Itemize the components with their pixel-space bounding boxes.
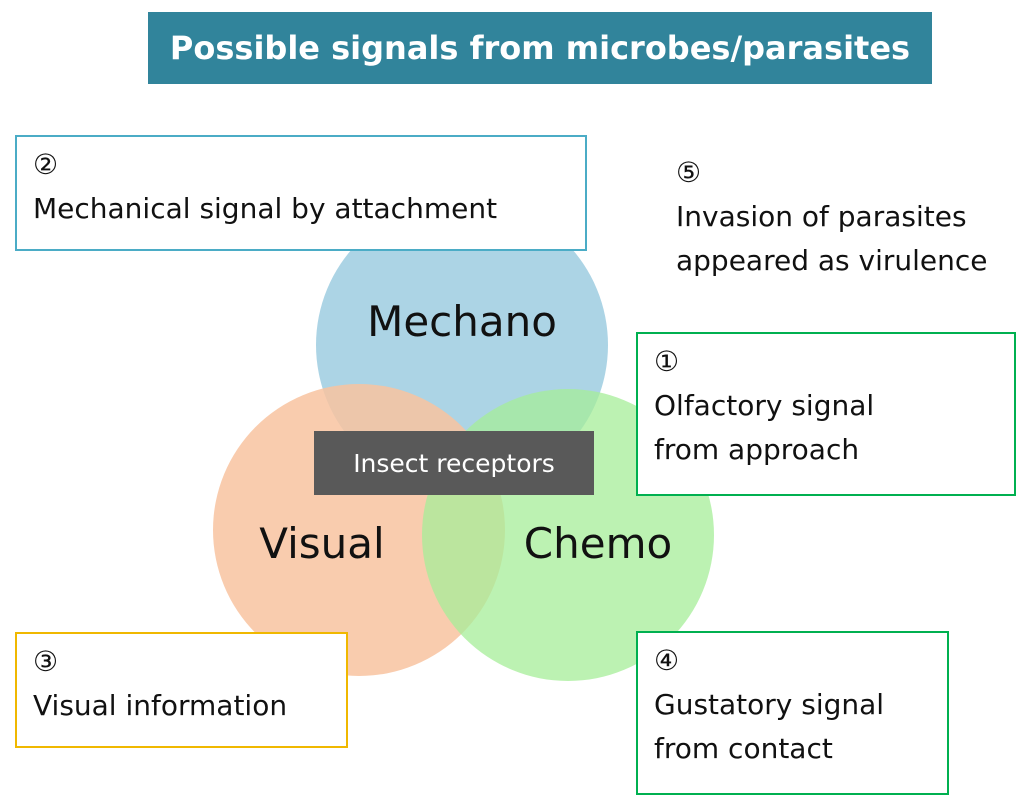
- gustatory-signal-note: ④ Gustatory signal from contact: [636, 631, 949, 795]
- note-number: ③: [33, 645, 59, 678]
- note-number: ①: [654, 345, 680, 378]
- mechanical-signal-note: ② Mechanical signal by attachment: [15, 135, 587, 251]
- note-text-line: Olfactory signal: [654, 389, 875, 422]
- diagram-title: Possible signals from microbes/parasites: [169, 29, 911, 67]
- note-number: ⑤: [676, 156, 702, 189]
- mechano-label: Mechano: [367, 297, 557, 346]
- note-text-line: appeared as virulence: [676, 244, 988, 277]
- visual-label: Visual: [259, 519, 384, 568]
- note-text-line: Mechanical signal by attachment: [33, 192, 498, 225]
- insect-receptors-box: Insect receptors: [314, 431, 594, 495]
- note-text-line: Gustatory signal: [654, 688, 885, 721]
- title-banner: Possible signals from microbes/parasites: [148, 12, 932, 84]
- invasion-note: ⑤ Invasion of parasites appeared as viru…: [660, 145, 1020, 295]
- visual-information-note: ③ Visual information: [15, 632, 348, 748]
- note-text-line: from approach: [654, 433, 860, 466]
- chemo-label: Chemo: [524, 519, 672, 568]
- olfactory-signal-note: ① Olfactory signal from approach: [636, 332, 1016, 496]
- note-text-line: Visual information: [33, 689, 288, 722]
- note-text-line: from contact: [654, 732, 833, 765]
- note-text-line: Invasion of parasites: [676, 200, 967, 233]
- note-number: ④: [654, 644, 680, 677]
- note-number: ②: [33, 148, 59, 181]
- insect-receptors-label: Insect receptors: [353, 448, 555, 478]
